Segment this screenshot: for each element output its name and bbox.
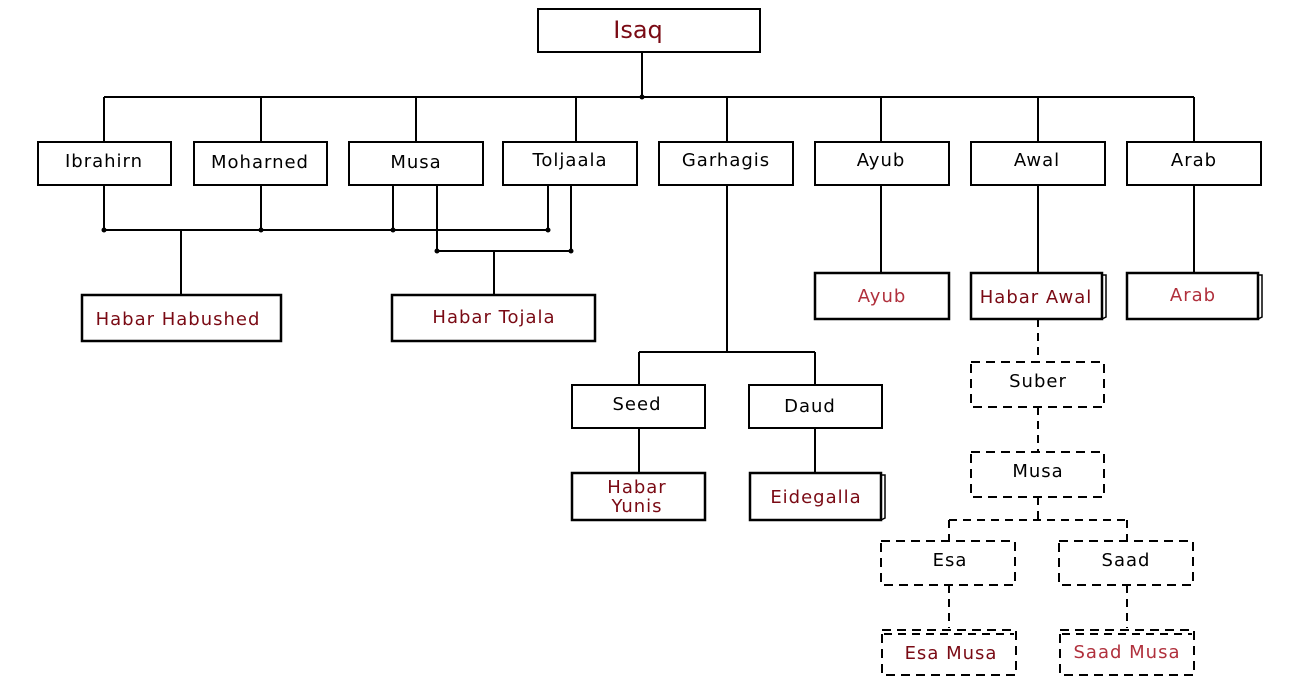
clan-label: Habar Awal (980, 287, 1092, 308)
node-label: Daud (784, 396, 836, 417)
clan-label: Saad Musa (1074, 642, 1181, 663)
node-label: Isaq (613, 16, 663, 44)
node-esa: Esa (880, 540, 1016, 586)
clan-habar-yunis: Habar Yunis (570, 471, 707, 522)
node-ayub: Ayub (814, 141, 950, 186)
node-label: Musa (390, 152, 441, 173)
clan-label: Arab (1170, 285, 1216, 306)
node-label: Arab (1171, 150, 1217, 171)
clan-ayub: Ayub (813, 271, 951, 321)
clan-label-line1: Habar (607, 477, 666, 498)
clan-label: Eidegalla (770, 487, 861, 508)
node-label: Musa (1012, 461, 1063, 482)
clan-habar-habushed: Habar Habushed (80, 293, 283, 343)
clan-label: Habar Tojala (432, 307, 555, 328)
node-suber: Suber (970, 361, 1105, 408)
node-isaq: Isaq (537, 8, 761, 53)
node-arab: Arab (1126, 141, 1262, 186)
node-awal: Awal (970, 141, 1106, 186)
clan-arab: Arab (1125, 271, 1263, 321)
connectors (103, 52, 1195, 628)
junction-dots (101, 94, 645, 254)
clan-eidegalla: Eidegalla (748, 471, 886, 522)
clan-label: Habar Habushed (96, 309, 261, 330)
clan-habar-awal: Habar Awal (969, 271, 1107, 321)
node-label: Awal (1014, 150, 1060, 171)
node-ibrahim: Ibrahirn (37, 141, 172, 186)
node-label: Suber (1009, 371, 1067, 392)
node-label: Saad (1102, 550, 1151, 571)
node-label: Ayub (857, 150, 906, 171)
node-garhagis: Garhagis (658, 141, 794, 186)
clan-label: Ayub (858, 286, 907, 307)
clan-habar-tojala: Habar Tojala (390, 293, 597, 343)
node-label: Toljaala (531, 150, 607, 171)
node-musa: Musa (348, 141, 484, 186)
clan-label: Esa Musa (905, 643, 998, 664)
node-saad: Saad (1058, 540, 1194, 586)
node-label: Seed (613, 394, 662, 415)
clan-label-line2: Yunis (610, 496, 662, 517)
node-musa-awal: Musa (970, 451, 1105, 498)
clan-saad-musa: Saad Musa (1059, 629, 1195, 676)
clan-esa-musa: Esa Musa (881, 629, 1017, 676)
node-label: Moharned (211, 152, 309, 173)
node-daud: Daud (748, 384, 883, 429)
node-label: Ibrahirn (65, 151, 143, 172)
node-seed: Seed (571, 384, 706, 429)
node-toljaala: Toljaala (502, 141, 638, 186)
node-label: Esa (933, 550, 968, 571)
node-mohamed: Moharned (193, 141, 328, 186)
node-label: Garhagis (682, 150, 770, 171)
